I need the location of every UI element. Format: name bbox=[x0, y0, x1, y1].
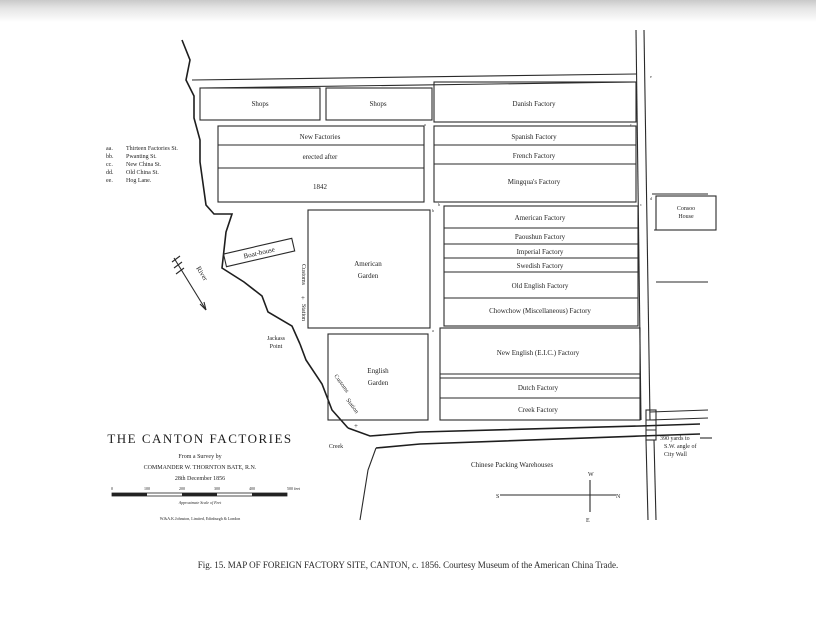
label-station-2: Station bbox=[344, 398, 359, 415]
label-creek: Creek bbox=[329, 444, 343, 450]
label-chinese-warehouses: Chinese Packing Warehouses bbox=[471, 461, 553, 469]
figure-caption: Fig. 15. MAP OF FOREIGN FACTORY SITE, CA… bbox=[197, 560, 619, 570]
survey-line-1: From a Survey by bbox=[178, 454, 221, 460]
legend-label-1: Thirteen Factories St. bbox=[126, 146, 178, 152]
label-city-wall-1: 390 yards to bbox=[660, 436, 690, 442]
map-imprint: W.&A.K.Johnston, Limited, Edinburgh & Lo… bbox=[160, 516, 241, 522]
block-consoo-house bbox=[655, 195, 717, 231]
label-creek-factory: Creek Factory bbox=[518, 406, 558, 414]
street-legend: aa. Thirteen Factories St. bb. Pwanting … bbox=[106, 146, 178, 184]
block-new-factories bbox=[217, 125, 425, 203]
label-old-english-factory: Old English Factory bbox=[512, 282, 569, 290]
legend-label-4: Old China St. bbox=[126, 170, 159, 176]
map-title: THE CANTON FACTORIES bbox=[107, 431, 292, 446]
label-american-garden-1: American bbox=[354, 260, 382, 268]
label-mingqua-factory: Mingqua's Factory bbox=[508, 178, 561, 186]
mark-c-mid: c bbox=[640, 202, 642, 207]
survey-line-2: COMMANDER W. THORNTON BATE, R.N. bbox=[144, 465, 257, 471]
legend-key-4: dd. bbox=[106, 170, 114, 176]
block-labels: Shops Shops Danish Factory New Factories… bbox=[243, 100, 695, 414]
label-chowchow-factory: Chowchow (Miscellaneous) Factory bbox=[489, 307, 591, 315]
label-imperial-factory: Imperial Factory bbox=[517, 248, 564, 256]
scale-label: Approximate Scale of Feet bbox=[178, 500, 222, 505]
scale-tick-100: 100 bbox=[144, 486, 150, 491]
mark-c-top: c bbox=[630, 122, 632, 127]
legend-key-3: cc. bbox=[106, 162, 113, 168]
compass-e: E bbox=[586, 518, 590, 524]
mark-e-right: e bbox=[650, 74, 652, 79]
survey-date: 28th December 1856 bbox=[175, 476, 225, 482]
label-new-english-factory: New English (E.I.C.) Factory bbox=[497, 349, 580, 357]
scale-tick-0: 0 bbox=[111, 486, 113, 491]
compass-n: N bbox=[616, 494, 621, 500]
label-station-1: Station bbox=[300, 304, 306, 321]
river-arrow bbox=[171, 255, 207, 311]
scale-tick-400: 400 bbox=[249, 486, 255, 491]
block-boat-house bbox=[222, 237, 296, 268]
label-city-wall-3: City Wall bbox=[664, 452, 687, 458]
label-english-garden-2: Garden bbox=[368, 379, 389, 387]
block-american-garden bbox=[307, 209, 431, 329]
mark-d-right: d bbox=[650, 196, 652, 201]
label-customs-2: Customs bbox=[332, 374, 350, 395]
customs-cross-2: + bbox=[354, 422, 358, 430]
label-consoo-1: Consoo bbox=[677, 206, 695, 212]
label-shops-2: Shops bbox=[369, 100, 386, 108]
title-block: THE CANTON FACTORIES From a Survey by CO… bbox=[107, 431, 292, 482]
label-english-garden-1: English bbox=[367, 367, 389, 375]
label-american-garden-2: Garden bbox=[358, 272, 379, 280]
scale-tick-200: 200 bbox=[179, 486, 185, 491]
customs-cross-1: + bbox=[301, 294, 305, 302]
label-new-factories-3: 1842 bbox=[313, 183, 328, 191]
label-shops-1: Shops bbox=[251, 100, 268, 108]
legend-label-5: Hog Lane. bbox=[126, 178, 152, 184]
label-customs-1: Customs bbox=[300, 264, 306, 286]
label-american-factory: American Factory bbox=[515, 214, 566, 222]
scale-tick-300: 300 bbox=[214, 486, 220, 491]
legend-label-3: New China St. bbox=[126, 162, 162, 168]
legend-key-5: ee. bbox=[106, 178, 113, 184]
factory-blocks bbox=[199, 81, 717, 441]
mark-b-mid: b bbox=[432, 208, 434, 213]
street-marks: a a b b c c d e bbox=[424, 74, 652, 333]
block-danish bbox=[433, 81, 637, 123]
label-danish-factory: Danish Factory bbox=[513, 100, 556, 108]
compass-rose: W N S E bbox=[496, 472, 621, 524]
label-city-wall-2: S.W. angle of bbox=[664, 443, 696, 450]
mark-a-bottom: a bbox=[432, 328, 434, 333]
mark-a-top: a bbox=[424, 122, 426, 127]
block-american-factory-group bbox=[443, 205, 639, 327]
label-jackass-1: Jackass bbox=[267, 336, 286, 342]
label-consoo-2: House bbox=[678, 214, 694, 220]
block-shops-1 bbox=[199, 87, 321, 121]
block-english-garden bbox=[327, 333, 429, 421]
label-new-factories-1: New Factories bbox=[300, 133, 341, 141]
feature-labels: River Customs + Station Jackass Point Cu… bbox=[171, 255, 712, 469]
label-spanish-factory: Spanish Factory bbox=[511, 133, 557, 141]
compass-s: S bbox=[496, 494, 499, 500]
label-boat-house: Boat-house bbox=[243, 245, 276, 260]
label-river: River bbox=[194, 265, 209, 283]
legend-label-2: Pwanting St. bbox=[126, 154, 157, 160]
label-dutch-factory: Dutch Factory bbox=[518, 384, 559, 392]
compass-w: W bbox=[588, 472, 594, 478]
scale-bar: 0 100 200 300 400 500 feet Approximate S… bbox=[111, 486, 301, 522]
legend-key-2: bb. bbox=[106, 154, 114, 160]
block-shops-2 bbox=[325, 87, 433, 121]
creek-gate bbox=[645, 409, 657, 441]
scale-tick-500: 500 feet bbox=[287, 486, 301, 491]
legend-key-1: aa. bbox=[106, 146, 113, 152]
label-swedish-factory: Swedish Factory bbox=[517, 262, 564, 270]
label-new-factories-2: erected after bbox=[303, 153, 338, 161]
mark-b-top: b bbox=[438, 202, 440, 207]
label-paoushun-factory: Paoushun Factory bbox=[515, 233, 566, 241]
label-french-factory: French Factory bbox=[513, 152, 556, 160]
label-jackass-2: Point bbox=[270, 344, 283, 350]
